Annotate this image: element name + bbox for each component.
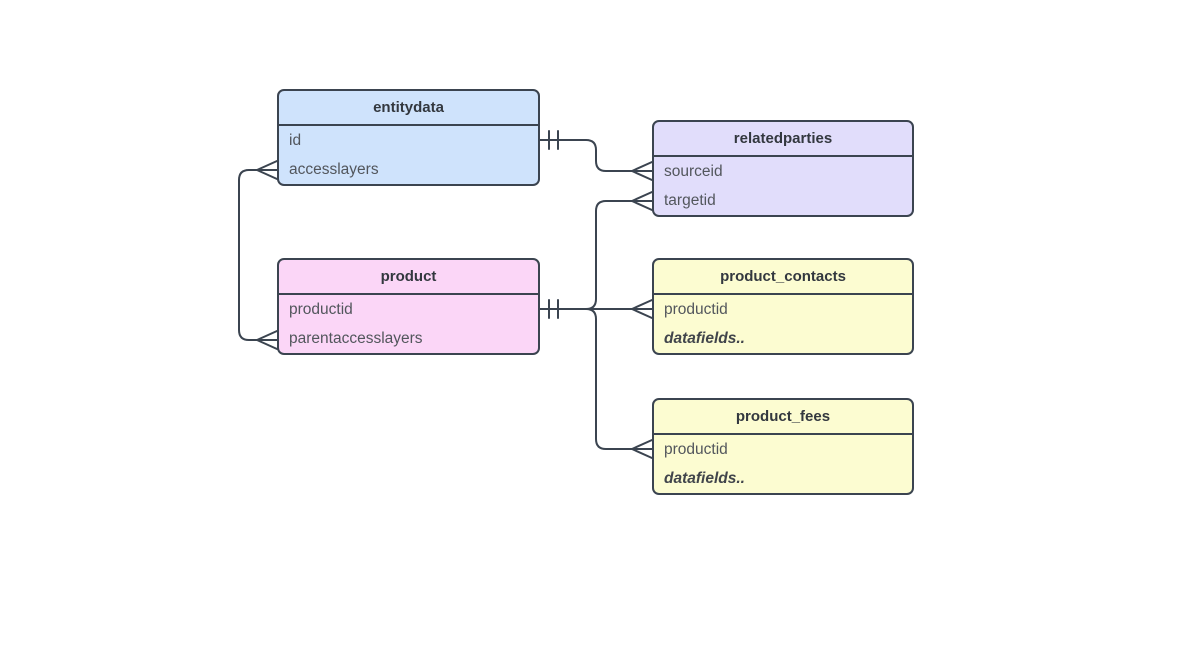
entity-field-sourceid: sourceid: [664, 162, 723, 180]
entity-relatedparties[interactable]: relatedparties sourceid targetid: [652, 120, 914, 217]
relationship-entitydata-to-relatedparties[interactable]: [539, 130, 653, 181]
entity-field-id: id: [289, 131, 302, 149]
entity-field-datafields: datafields..: [664, 329, 745, 347]
entity-product[interactable]: product productid parentaccesslayers: [277, 258, 540, 355]
crow-foot-many-icon: [631, 191, 653, 211]
entity-field-productid: productid: [664, 440, 728, 458]
crow-foot-many-icon: [631, 161, 653, 181]
entity-field-accesslayers: accesslayers: [289, 160, 379, 178]
entity-title: relatedparties: [654, 122, 912, 157]
connector-line[interactable]: [238, 169, 258, 341]
relationship-entitydata-to-product[interactable]: [238, 160, 278, 350]
connector-line[interactable]: [585, 200, 633, 310]
cardinality-one-ticks: [548, 130, 559, 150]
crow-foot-many-icon: [256, 330, 278, 350]
cardinality-one-ticks: [548, 299, 559, 319]
connector-line[interactable]: [585, 308, 633, 450]
crow-foot-many-icon: [631, 299, 653, 319]
relationship-product-to-relatedparties[interactable]: [585, 191, 653, 310]
entity-title: product_fees: [654, 400, 912, 435]
connector-line[interactable]: [539, 139, 633, 172]
entity-title: product: [279, 260, 538, 295]
entity-title: entitydata: [279, 91, 538, 126]
entity-field-parentaccesslayers: parentaccesslayers: [289, 329, 423, 347]
relationship-product-to-product-fees[interactable]: [585, 308, 653, 459]
entity-product-fees[interactable]: product_fees productid datafields..: [652, 398, 914, 495]
entity-title: product_contacts: [654, 260, 912, 295]
entity-field-targetid: targetid: [664, 191, 716, 209]
entity-entitydata[interactable]: entitydata id accesslayers: [277, 89, 540, 186]
crow-foot-many-icon: [256, 160, 278, 180]
entity-field-productid: productid: [289, 300, 353, 318]
entity-field-datafields: datafields..: [664, 469, 745, 487]
entity-field-productid: productid: [664, 300, 728, 318]
entity-product-contacts[interactable]: product_contacts productid datafields..: [652, 258, 914, 355]
crow-foot-many-icon: [631, 439, 653, 459]
